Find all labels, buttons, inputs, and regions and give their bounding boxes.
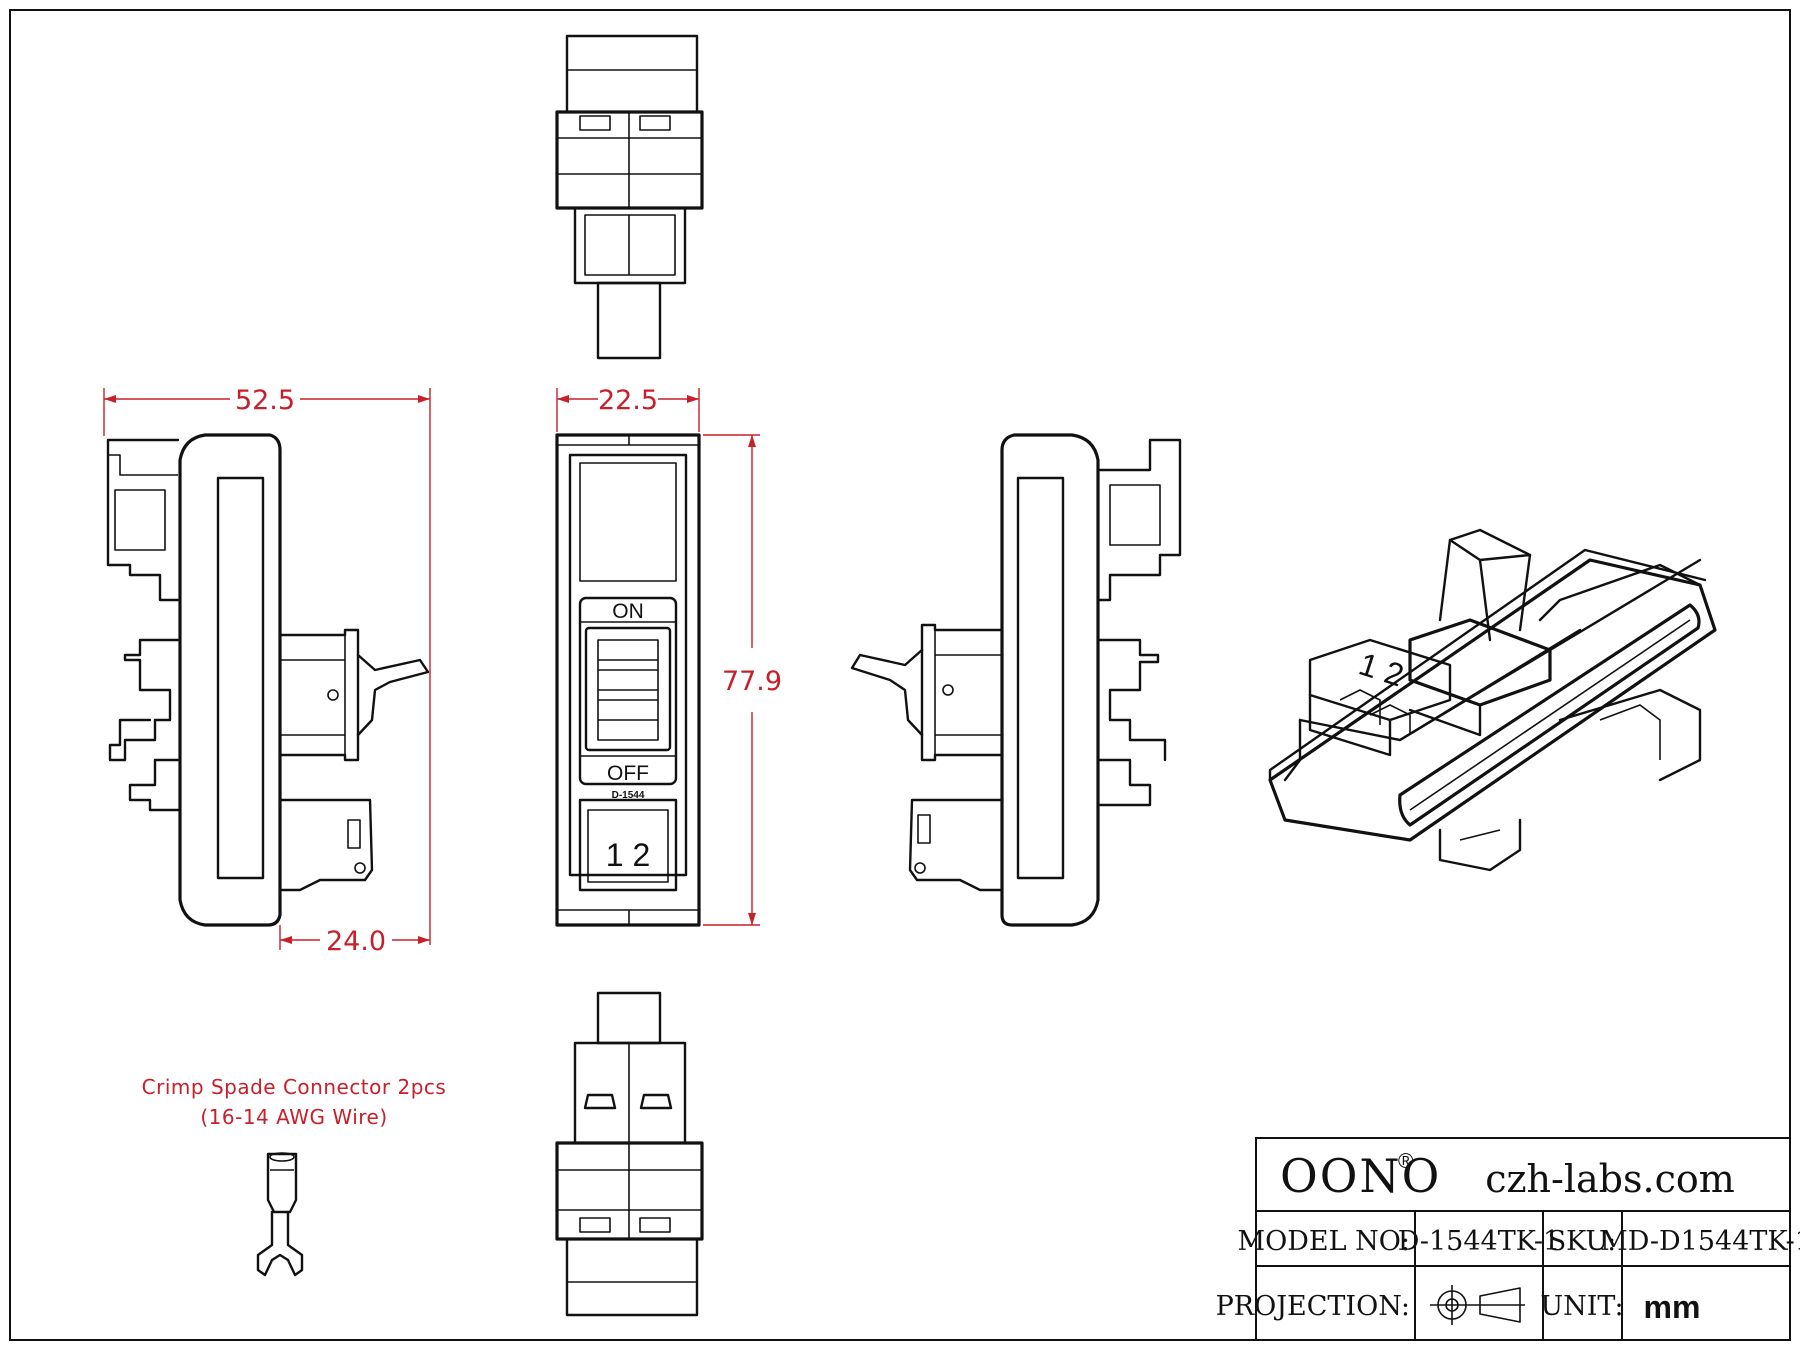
- dimension-height-front: 77.9: [722, 666, 782, 697]
- top-view: [555, 34, 704, 360]
- front-dimensions: 22.5 77.9: [556, 385, 782, 926]
- title-block: OONO ® czh-labs.com MODEL NO: D-1544TK-1…: [1216, 1137, 1800, 1341]
- switch-off-label: OFF: [607, 762, 649, 785]
- bottom-view: [555, 991, 704, 1317]
- sku-value: MD-D1544TK-1: [1600, 1226, 1800, 1257]
- projection-label: PROJECTION:: [1216, 1291, 1410, 1322]
- brand-trademark: ®: [1398, 1150, 1414, 1173]
- crimp-spade-connector: Crimp Spade Connector 2pcs (16-14 AWG Wi…: [142, 1075, 447, 1277]
- part-label: D-1544: [612, 790, 645, 801]
- website: czh-labs.com: [1485, 1157, 1735, 1201]
- projection-symbol-icon: [1430, 1285, 1525, 1325]
- dimension-width-side: 52.5: [235, 385, 295, 416]
- dimension-depth-side: 24.0: [326, 926, 386, 957]
- isometric-view: 1 2: [1268, 528, 1717, 872]
- left-side-view: [106, 433, 430, 927]
- sheet-border: [9, 9, 1791, 1341]
- unit-label: UNIT:: [1540, 1291, 1623, 1322]
- connector-caption-line1: Crimp Spade Connector 2pcs: [142, 1075, 447, 1099]
- unit-value: mm: [1644, 1289, 1701, 1325]
- connector-caption-line2: (16-14 AWG Wire): [200, 1105, 387, 1129]
- left-dimensions: 52.5 24.0: [103, 385, 431, 957]
- model-value: D-1544TK-1: [1398, 1226, 1561, 1257]
- right-side-view: [850, 433, 1182, 927]
- front-view: ON OFF D-1544 1 2: [555, 433, 701, 927]
- terminal-numbers: 1 2: [606, 837, 650, 873]
- switch-on-label: ON: [612, 600, 644, 623]
- dimension-width-front: 22.5: [598, 385, 658, 416]
- model-label: MODEL NO:: [1237, 1226, 1410, 1257]
- brand-name: OONO: [1280, 1149, 1441, 1203]
- iso-terminal-numbers: 1 2: [1355, 646, 1408, 694]
- sku-label: SKU:: [1548, 1226, 1617, 1257]
